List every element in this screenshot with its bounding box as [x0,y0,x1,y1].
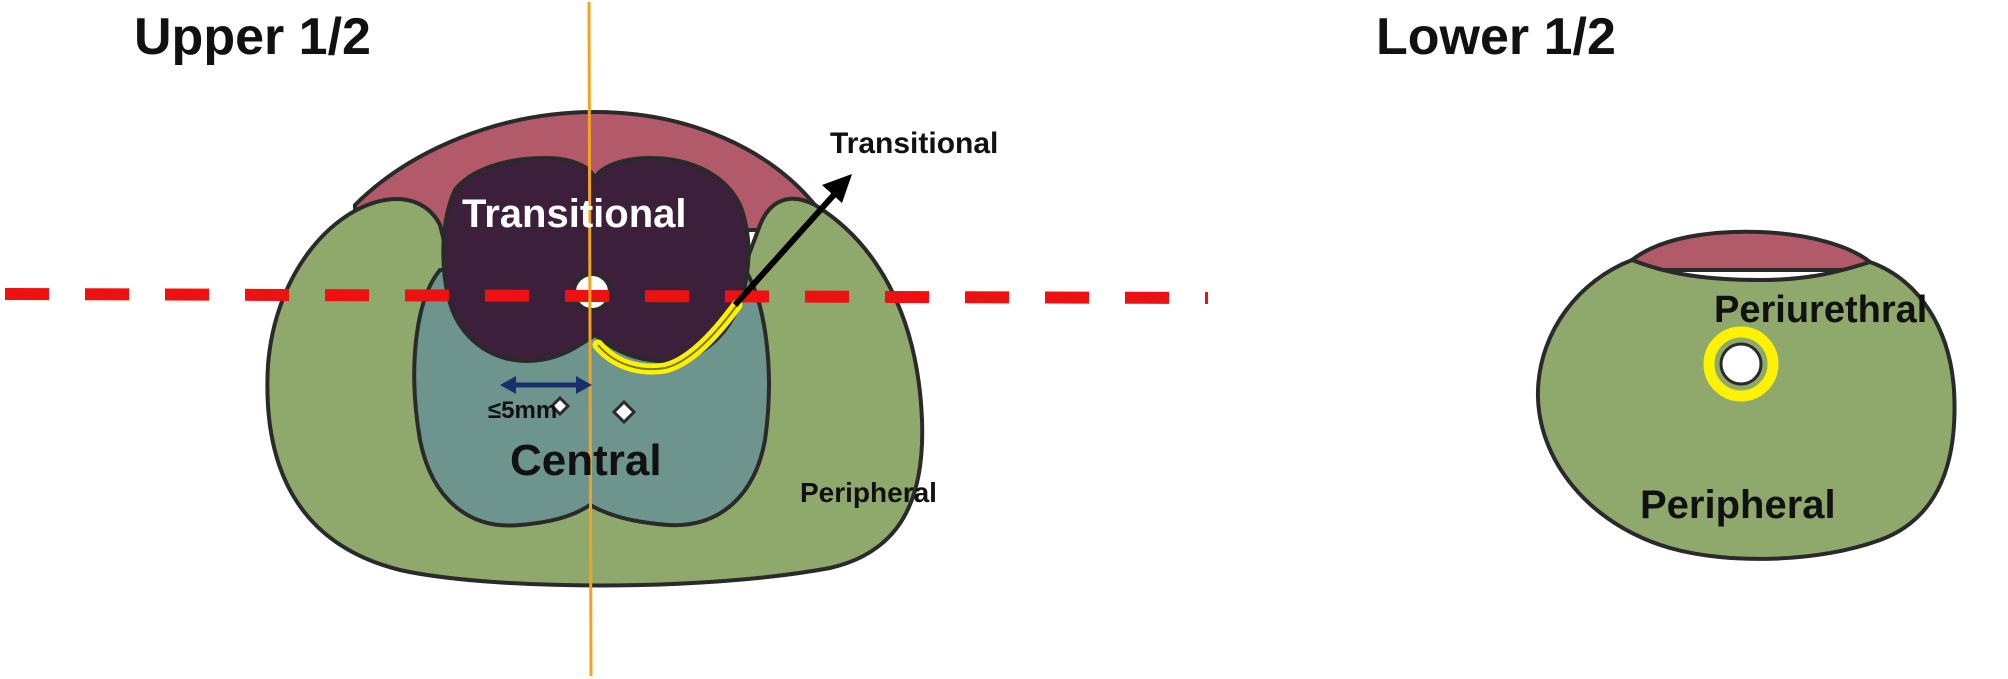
distance-measure-arrowhead-left [500,376,516,394]
red-dashed-line [4,288,1209,304]
transitional-arrow-label: Transitional [830,127,998,160]
yellow-boundary-outline [597,304,738,371]
upper-peripheral-label: Peripheral [800,477,937,508]
lower-periurethral-ring [1703,326,1779,402]
ejaculatory-duct-left [549,395,571,417]
lower-peripheral-label: Peripheral [1640,483,1836,527]
transitional-pointer-arrow [732,185,843,308]
orange-midline [587,1,593,677]
upper-half-title: Upper 1/2 [134,8,371,66]
lower-half-diagram [1535,229,1957,561]
periurethral-label: Periurethral [1714,289,1927,331]
upper-transitional-zone [441,155,751,364]
lower-anterior-stroma [1629,229,1873,272]
distance-label: ≤5mm [488,397,557,424]
transitional-pointer-arrowhead [822,174,852,203]
transitional-zone-label: Transitional [462,192,687,236]
distance-measure-arrowhead-right [576,376,592,394]
lower-half-title: Lower 1/2 [1376,8,1616,66]
lower-urethra [1719,342,1763,386]
lower-peripheral-zone [1535,257,1957,561]
central-zone-label: Central [510,436,662,485]
ejaculatory-duct-right [611,399,637,425]
